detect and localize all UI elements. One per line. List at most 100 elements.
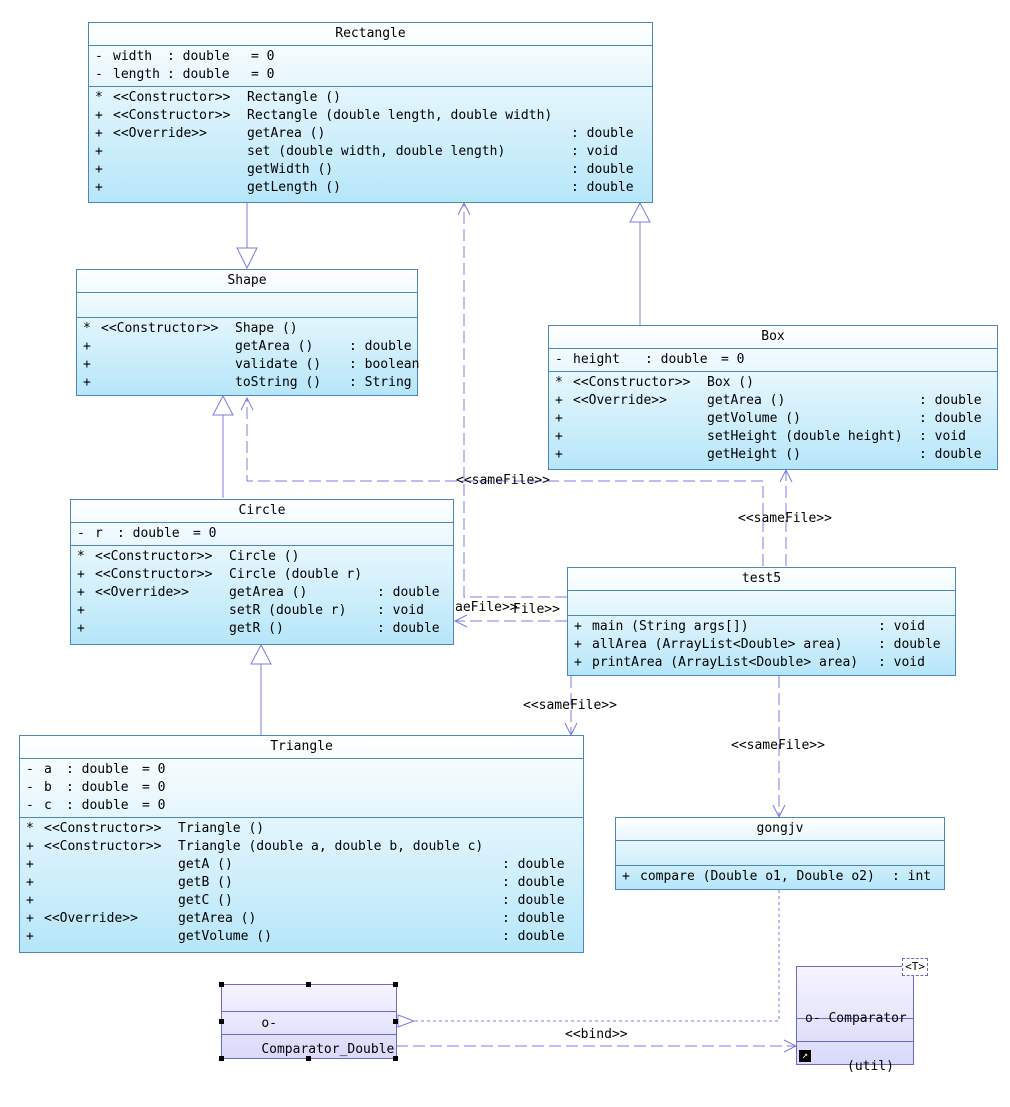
operation-row[interactable]: +getHeight (): double (555, 446, 991, 464)
operation-row[interactable]: +<<Override>>getArea (): double (555, 392, 991, 410)
attribute-row[interactable]: -r : double= 0 (77, 525, 447, 543)
class-rectangle[interactable]: Rectangle -width : double= 0-length : do… (88, 22, 653, 203)
generalization-arrowhead (250, 643, 272, 665)
operation-name: printArea (ArrayList<Double> area) (592, 655, 859, 670)
selection-handle[interactable] (219, 1019, 224, 1024)
attribute-row[interactable]: -b : double= 0 (26, 779, 577, 797)
visibility: + (77, 585, 85, 600)
visibility: + (26, 929, 34, 944)
operation-row[interactable]: +getB (): double (26, 874, 577, 892)
operation-row[interactable]: +<<Constructor>>Rectangle (double length… (95, 107, 646, 125)
operation-row[interactable]: +<<Override>>getArea (): double (26, 910, 577, 928)
operation-name: getVolume () (707, 411, 801, 426)
attribute-row[interactable]: -a : double= 0 (26, 761, 577, 779)
operation-row[interactable]: +validate (): boolean (83, 356, 419, 374)
visibility: + (83, 357, 91, 372)
stereotype: <<Constructor>> (113, 108, 231, 123)
class-test5[interactable]: test5 +main (String args[]): void+allAre… (567, 567, 956, 676)
operation-name: getWidth () (247, 162, 334, 177)
selection-handle[interactable] (219, 1056, 224, 1061)
attribute-name: b (44, 780, 60, 795)
operation-row[interactable]: +<<Override>>getArea (): double (95, 125, 646, 143)
attribute-row[interactable]: -width : double= 0 (95, 48, 646, 66)
operation-name: Circle () (229, 549, 300, 564)
attributes-section: -height : double= 0 (549, 349, 997, 372)
operation-row[interactable]: +getVolume (): double (555, 410, 991, 428)
connector-label-samefile: <<sameFile>> (456, 473, 550, 488)
operation-name: getA () (178, 857, 233, 872)
visibility: + (26, 911, 34, 926)
interface-comparator[interactable]: o- Comparator (util) ↗ (796, 966, 914, 1074)
attribute-row[interactable]: -height : double= 0 (555, 351, 991, 369)
operation-row[interactable]: +getArea (): double (83, 338, 412, 356)
test5-to-shape-dependency (246, 398, 764, 566)
attribute-type: : double (66, 762, 129, 777)
operation-row[interactable]: +getLength (): double (95, 179, 646, 197)
attribute-name: height (573, 352, 628, 367)
operation-name: Box () (707, 375, 754, 390)
template-parameter-box: <T> (902, 958, 928, 976)
stereotype: <<Constructor>> (95, 567, 213, 582)
operation-row[interactable]: *<<Constructor>>Circle () (77, 548, 447, 566)
class-shape[interactable]: Shape *<<Constructor>>Shape ()+getArea (… (76, 269, 419, 396)
operations-section: *<<Constructor>>Shape ()+getArea (): dou… (77, 318, 419, 394)
operation-row[interactable]: +getR (): double (77, 620, 447, 638)
operation-row[interactable]: +toString (): String (83, 374, 412, 392)
visibility: + (622, 869, 630, 884)
operation-row[interactable]: +getVolume (): double (26, 928, 577, 946)
selection-handle[interactable] (219, 982, 224, 987)
operation-name: getArea () (247, 126, 326, 141)
visibility: + (555, 447, 563, 462)
attribute-default: = 0 (193, 526, 217, 541)
return-type: : double (502, 893, 565, 908)
attributes-section (797, 1019, 913, 1042)
operation-row[interactable]: +setHeight (double height): void (555, 428, 991, 446)
visibility: - (95, 67, 103, 82)
operation-row[interactable]: +compare (Double o1, Double o2): int (622, 868, 938, 886)
operation-row[interactable]: +getWidth (): double (95, 161, 646, 179)
attributes-section (616, 841, 944, 866)
operation-row[interactable]: +setR (double r): void (77, 602, 447, 620)
return-type: : double (377, 585, 440, 600)
operation-row[interactable]: +getA (): double (26, 856, 577, 874)
visibility: * (83, 321, 91, 336)
operation-row[interactable]: +set (double width, double length): void (95, 143, 646, 161)
visibility: * (555, 375, 563, 390)
selection-handle[interactable] (306, 982, 311, 987)
class-circle[interactable]: Circle -r : double= 0 *<<Constructor>>Ci… (70, 499, 454, 645)
selection-handle[interactable] (393, 1056, 398, 1061)
stereotype: <<Constructor>> (44, 839, 162, 854)
class-gongjv[interactable]: gongjv +compare (Double o1, Double o2): … (615, 817, 945, 890)
interface-comparator-double[interactable]: o- Comparator_Double (221, 984, 397, 1059)
selection-handle[interactable] (306, 1056, 311, 1061)
visibility: + (555, 393, 563, 408)
connector-label-samefile: aeFile>> (455, 600, 518, 615)
selection-handle[interactable] (393, 1019, 398, 1024)
operation-row[interactable]: +<<Constructor>>Triangle (double a, doub… (26, 838, 577, 856)
operation-row[interactable]: +allArea (ArrayList<Double> area): doubl… (574, 636, 949, 654)
visibility: + (26, 857, 34, 872)
visibility: * (26, 821, 34, 836)
attribute-row[interactable]: -c : double= 0 (26, 797, 577, 815)
selection-handle[interactable] (393, 982, 398, 987)
attribute-type: : double (66, 780, 129, 795)
operation-row[interactable]: *<<Constructor>>Box () (555, 374, 991, 392)
operation-row[interactable]: *<<Constructor>>Shape () (83, 320, 411, 338)
operation-row[interactable]: +getC (): double (26, 892, 577, 910)
return-type: : double (571, 180, 634, 195)
return-type: : void (878, 655, 925, 670)
operation-row[interactable]: +<<Constructor>>Circle (double r) (77, 566, 447, 584)
operation-row[interactable]: +<<Override>>getArea (): double (77, 584, 447, 602)
interface-name: Comparator (828, 1011, 907, 1026)
operation-row[interactable]: +printArea (ArrayList<Double> area): voi… (574, 654, 949, 672)
operation-row[interactable]: *<<Constructor>>Rectangle () (95, 89, 646, 107)
attribute-row[interactable]: -length : double= 0 (95, 66, 646, 84)
operation-row[interactable]: +main (String args[]): void (574, 618, 949, 636)
return-type: : double (502, 875, 565, 890)
stereotype: <<Override>> (95, 585, 189, 600)
visibility: + (95, 180, 103, 195)
connector-label-samefile: <<sameFile>> (738, 511, 832, 526)
class-box[interactable]: Box -height : double= 0 *<<Constructor>>… (548, 325, 998, 470)
operation-row[interactable]: *<<Constructor>>Triangle () (26, 820, 577, 838)
class-triangle[interactable]: Triangle -a : double= 0-b : double= 0-c … (19, 735, 584, 953)
